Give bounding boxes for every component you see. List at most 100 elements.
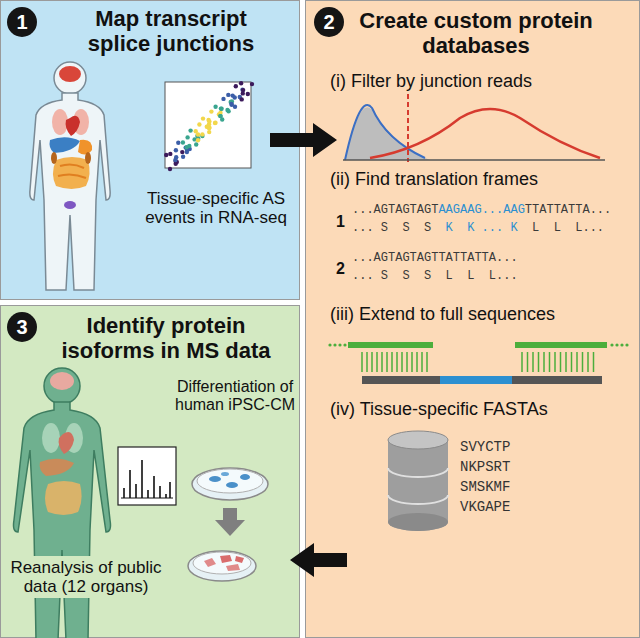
extension-dot bbox=[343, 343, 346, 346]
step-number-text: 3 bbox=[7, 312, 37, 342]
scatter-dot bbox=[180, 150, 184, 154]
flow-arrow bbox=[270, 123, 337, 157]
frame-number: 1 bbox=[336, 213, 345, 231]
scatter-dot bbox=[174, 148, 178, 152]
scatter-dot bbox=[196, 138, 200, 142]
step-number: 3 bbox=[7, 312, 37, 342]
read-tick bbox=[587, 352, 589, 372]
scatter-dot bbox=[221, 97, 225, 101]
read-tick bbox=[582, 352, 584, 372]
scatter-dot bbox=[201, 116, 205, 120]
step-number: 2 bbox=[314, 7, 344, 37]
read-tick bbox=[411, 352, 413, 372]
step-number-text: 2 bbox=[314, 7, 344, 37]
panel-caption: Tissue-specific AS events in RNA-seq bbox=[141, 189, 291, 227]
step-item: (iv) Tissue-specific FASTAs bbox=[330, 399, 630, 419]
read-tick bbox=[543, 352, 545, 372]
step-item: (ii) Find translation frames bbox=[330, 169, 630, 189]
read-tick bbox=[593, 352, 595, 372]
extension-dot bbox=[620, 343, 623, 346]
panel-heading: Create custom protein databases bbox=[356, 9, 596, 58]
amino-acid-sequence: L L L... bbox=[532, 222, 604, 235]
panel-caption: Differentiation of human iPSC-CM bbox=[171, 378, 299, 414]
step-item: (iii) Extend to full sequences bbox=[330, 304, 635, 324]
scatter-dot bbox=[188, 128, 192, 132]
scatter-dot bbox=[241, 91, 245, 95]
scatter-plot bbox=[164, 81, 254, 171]
read-tick bbox=[554, 352, 556, 372]
read-tick bbox=[421, 352, 423, 372]
read-tick bbox=[527, 352, 529, 372]
nucleotide-sequence: ...AGTAGTAGTTATTATTA... bbox=[352, 252, 518, 265]
scatter-dot bbox=[209, 109, 213, 113]
scatter-dot bbox=[197, 122, 201, 126]
scatter-dot bbox=[181, 140, 185, 144]
scatter-dot bbox=[194, 142, 198, 146]
read-tick bbox=[560, 352, 562, 372]
step-number: 1 bbox=[7, 7, 37, 37]
scatter-dot bbox=[181, 155, 185, 159]
read-tick bbox=[549, 352, 551, 372]
read-tick bbox=[391, 352, 393, 372]
fasta-sequence: SVYCTP bbox=[460, 440, 510, 456]
step-number-text: 1 bbox=[7, 7, 37, 37]
scatter-dot bbox=[218, 114, 222, 118]
read-tick bbox=[426, 352, 428, 372]
fasta-sequence: SMSKMF bbox=[460, 480, 510, 496]
flow-arrow bbox=[290, 543, 347, 577]
scatter-dot bbox=[207, 125, 211, 129]
scatter-dot bbox=[207, 126, 211, 130]
extension-dot bbox=[328, 343, 331, 346]
read-tick bbox=[366, 352, 368, 372]
scatter-dot bbox=[174, 155, 178, 159]
scatter-dot bbox=[213, 105, 217, 109]
scatter-dot bbox=[185, 135, 189, 139]
scatter-dot bbox=[246, 92, 250, 96]
scatter-dot bbox=[168, 152, 172, 156]
read-tick bbox=[532, 352, 534, 372]
scatter-dot bbox=[168, 167, 172, 171]
anatomy-figure bbox=[14, 368, 111, 638]
nucleotide-sequence: ...AGTAGTAGT bbox=[352, 204, 438, 217]
scatter-dot bbox=[200, 132, 204, 136]
scatter-dot bbox=[164, 153, 168, 157]
petri-dishes bbox=[188, 468, 268, 581]
scatter-dot bbox=[174, 162, 178, 166]
scatter-dot bbox=[207, 119, 211, 123]
frame-number: 2 bbox=[336, 260, 345, 278]
read-tick bbox=[381, 352, 383, 372]
nucleotide-sequence: TTATTATTA... bbox=[525, 204, 611, 217]
read-tick bbox=[371, 352, 373, 372]
scatter-dot bbox=[218, 114, 222, 118]
panel-caption: Reanalysis of public data (12 organs) bbox=[7, 556, 165, 598]
read-tick bbox=[361, 352, 363, 372]
extension-dot bbox=[338, 343, 341, 346]
read-tick bbox=[565, 352, 567, 372]
scatter-dot bbox=[230, 93, 234, 97]
scatter-dot bbox=[226, 109, 230, 113]
read-tick bbox=[521, 352, 523, 372]
scatter-dot bbox=[219, 106, 223, 110]
read-tick bbox=[416, 352, 418, 372]
read-tick bbox=[401, 352, 403, 372]
amino-acid-sequence: K K ... K bbox=[446, 222, 518, 235]
nucleotide-sequence: AAGAAG...AAG bbox=[438, 204, 524, 217]
read-tick bbox=[576, 352, 578, 372]
read-tick bbox=[571, 352, 573, 372]
read-tick bbox=[538, 352, 540, 372]
step-panel: Create custom protein databases(i) Filte… bbox=[305, 0, 640, 638]
read-tick bbox=[386, 352, 388, 372]
scatter-dot bbox=[239, 81, 243, 85]
scatter-dot bbox=[213, 121, 217, 125]
scatter-dot bbox=[229, 102, 233, 106]
scatter-dot bbox=[240, 97, 244, 101]
scatter-dot bbox=[234, 84, 238, 88]
read-tick bbox=[376, 352, 378, 372]
scatter-dot bbox=[250, 82, 254, 86]
read-tick bbox=[406, 352, 408, 372]
scatter-dot bbox=[219, 107, 223, 111]
amino-acid-sequence: ... S S S bbox=[352, 222, 431, 235]
scatter-dot bbox=[187, 144, 191, 148]
scatter-dot bbox=[185, 150, 189, 154]
